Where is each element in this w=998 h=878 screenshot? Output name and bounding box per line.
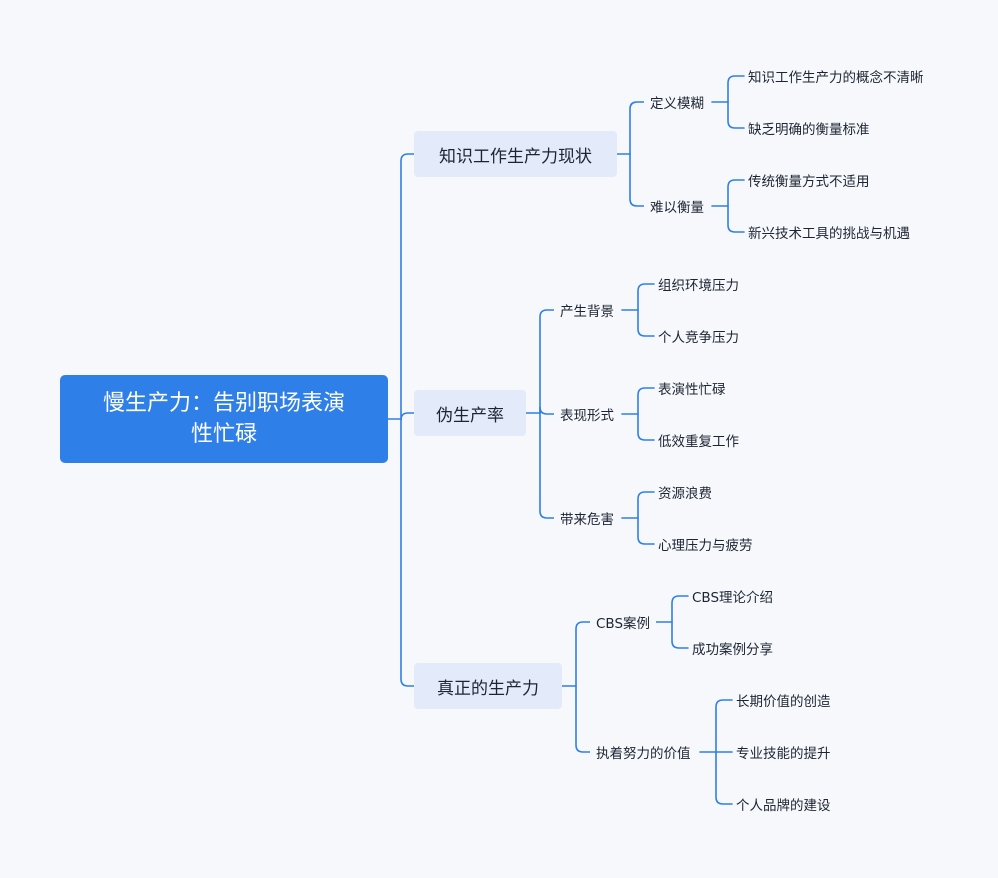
subtopic-node-vague-definition[interactable]: 定义模糊 <box>644 91 710 113</box>
leaf-node[interactable]: 新兴技术工具的挑战与机遇 <box>748 226 910 242</box>
leaf-node[interactable]: 缺乏明确的衡量标准 <box>748 122 870 138</box>
subtopic-node-manifestations[interactable]: 表现形式 <box>554 403 620 425</box>
branch2-connector-link-2 <box>539 412 555 519</box>
leaf-node[interactable]: 表演性忙碌 <box>658 382 726 398</box>
sub1a-connector-link-1 <box>727 101 745 129</box>
leaf-node[interactable]: 知识工作生产力的概念不清晰 <box>748 70 924 86</box>
root-title-line2: 性忙碌 <box>190 422 257 447</box>
sub2a-connector-link-1 <box>637 309 655 337</box>
leaf-node[interactable]: 心理压力与疲劳 <box>658 538 753 554</box>
root-connector-link-1 <box>400 412 415 421</box>
root-title-line1: 慢生产力：告别职场表演 <box>102 391 345 416</box>
branch3-connector-link-0 <box>575 621 591 687</box>
branch1-connector-link-1 <box>629 153 645 207</box>
leaf-node[interactable]: 低效重复工作 <box>658 434 739 450</box>
sub3a-connector-link-0 <box>671 595 689 623</box>
sub2c-connector-link-1 <box>637 517 655 545</box>
sub3a-connector-link-1 <box>671 621 689 649</box>
leaf-node[interactable]: 组织环境压力 <box>658 278 739 294</box>
root-connector-link-2 <box>400 418 415 687</box>
sub2b-connector-link-0 <box>637 387 655 415</box>
sub1a-connector-link-0 <box>727 75 745 103</box>
leaf-node[interactable]: 个人竞争压力 <box>658 330 739 346</box>
subtopic-node-cbs-case[interactable]: CBS案例 <box>590 611 657 633</box>
sub1b-connector-link-0 <box>727 179 745 207</box>
sub3b-connector-link-0 <box>715 699 733 753</box>
branch-node-true-productivity[interactable]: 真正的生产力 <box>414 663 562 709</box>
sub1b-connector-link-1 <box>727 205 745 233</box>
branch-node-pseudo-productivity[interactable]: 伪生产率 <box>414 390 526 436</box>
sub2c-connector-link-0 <box>637 491 655 519</box>
branch3-connector-link-1 <box>575 685 591 753</box>
subtopic-node-harms[interactable]: 带来危害 <box>554 507 620 529</box>
branch-node-status[interactable]: 知识工作生产力现状 <box>414 131 617 177</box>
subtopic-node-background[interactable]: 产生背景 <box>554 299 620 321</box>
sub3b-connector-link-2 <box>715 751 733 805</box>
root-node[interactable]: 慢生产力：告别职场表演性忙碌 <box>60 375 388 463</box>
subtopic-node-persistence-value[interactable]: 执着努力的价值 <box>590 741 697 763</box>
subtopic-node-hard-to-measure[interactable]: 难以衡量 <box>644 195 710 217</box>
branch2-connector-link-0 <box>539 309 555 414</box>
root-connector-link-0 <box>400 153 415 420</box>
leaf-node[interactable]: 传统衡量方式不适用 <box>748 174 870 190</box>
branch1-connector-link-0 <box>629 101 645 155</box>
sub2b-connector-link-1 <box>637 413 655 441</box>
leaf-node[interactable]: 成功案例分享 <box>692 642 773 658</box>
leaf-node[interactable]: 个人品牌的建设 <box>736 798 831 814</box>
leaf-node[interactable]: 长期价值的创造 <box>736 694 831 710</box>
leaf-node[interactable]: 资源浪费 <box>658 486 712 502</box>
leaf-node[interactable]: CBS理论介绍 <box>692 590 774 606</box>
sub2a-connector-link-0 <box>637 283 655 311</box>
leaf-node[interactable]: 专业技能的提升 <box>736 746 831 762</box>
branch2-connector-link-1 <box>539 406 555 415</box>
